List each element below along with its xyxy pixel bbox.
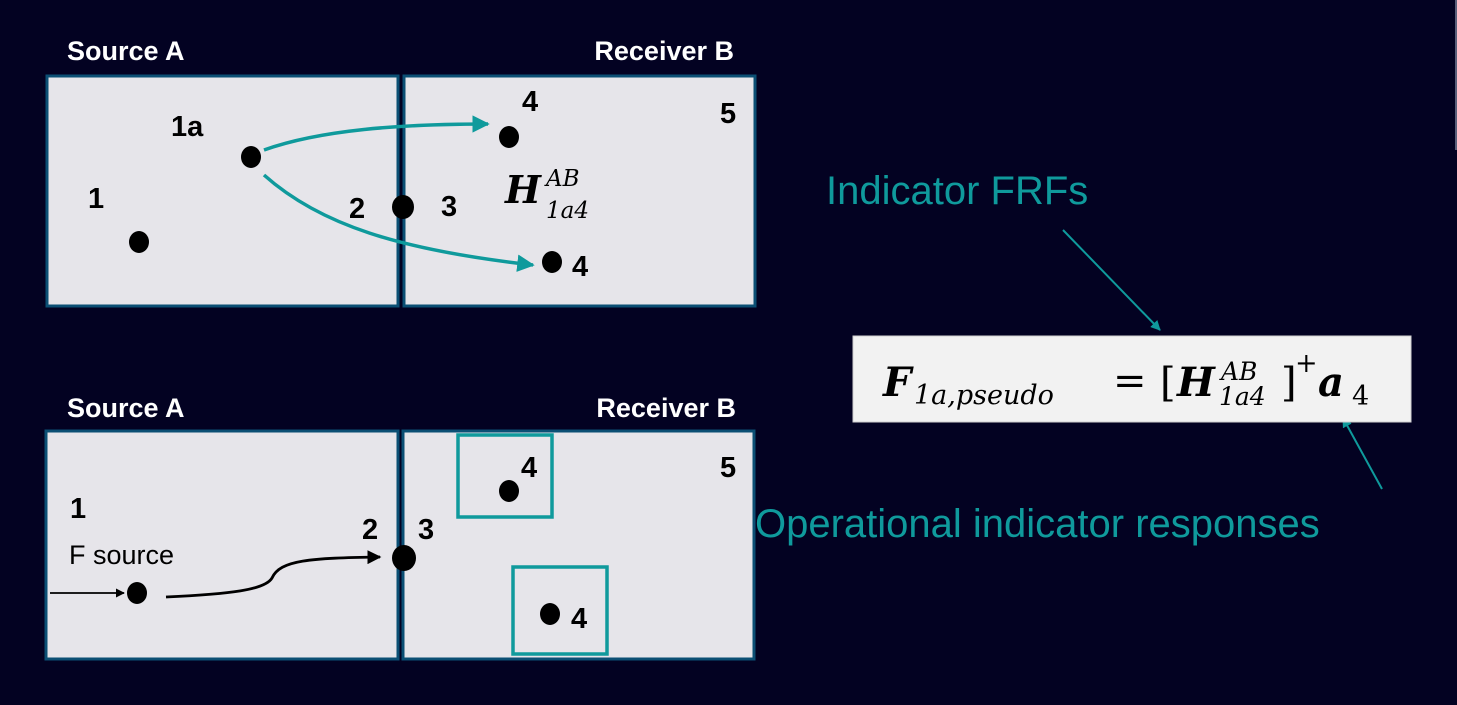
- formula-h-subscript: 1a4: [1219, 382, 1266, 411]
- bottom-label-5: 5: [720, 452, 736, 484]
- transfer-arrow-upper: [263, 115, 490, 152]
- top-label-2: 2: [349, 193, 365, 225]
- transfer-arrow-lower: [262, 173, 535, 272]
- frf-base: H: [504, 167, 542, 212]
- edge-line: [1455, 0, 1457, 150]
- top-node-4-lower: [542, 251, 562, 273]
- top-label-5: 5: [720, 98, 736, 130]
- operational-responses-label: Operational indicator responses: [755, 502, 1320, 546]
- bottom-label-3: 3: [418, 514, 434, 546]
- bottom-diagram: Source A Receiver B 1 F source 2 3 4 4 5: [44, 393, 756, 661]
- top-node-1a: [241, 146, 261, 168]
- formula-box: [852, 335, 1412, 423]
- top-receiver-panel: [402, 74, 757, 308]
- bottom-node-force-source: [127, 582, 147, 604]
- indicator-frfs-label: Indicator FRFs: [826, 169, 1088, 213]
- bottom-receiver-panel: [401, 429, 756, 661]
- bottom-label-4-lower: 4: [571, 603, 587, 635]
- formula-f-subscript: 1a,pseudo: [914, 380, 1054, 411]
- frf-superscript: AB: [544, 166, 580, 192]
- top-node-2-3-interface: [392, 195, 414, 219]
- bottom-node-2-3-interface: [392, 545, 416, 571]
- formula-open-bracket: [: [1160, 360, 1176, 406]
- top-label-4-lower: 4: [572, 251, 588, 283]
- formula-a: a: [1318, 359, 1344, 406]
- top-label-1: 1: [88, 183, 104, 215]
- formula-pseudo-inverse: +: [1295, 348, 1318, 379]
- top-label-1a: 1a: [171, 111, 204, 143]
- bottom-label-4-upper: 4: [521, 452, 537, 484]
- formula-close-bracket: ]: [1281, 360, 1297, 406]
- formula-f: F: [882, 359, 914, 406]
- operational-responses-pointer: [1342, 417, 1383, 490]
- formula-a-subscript: 4: [1352, 381, 1369, 412]
- top-receiver-title: Receiver B: [594, 36, 734, 66]
- bottom-label-1: 1: [70, 493, 86, 525]
- indicator-box-lower: [511, 565, 609, 656]
- top-frf-symbol: H AB 1a4: [504, 166, 589, 224]
- indicator-box-upper: [456, 433, 554, 519]
- bottom-receiver-title: Receiver B: [596, 393, 736, 423]
- frf-subscript: 1a4: [546, 198, 589, 224]
- formula-h-superscript: AB: [1219, 357, 1257, 386]
- bottom-label-2: 2: [362, 514, 378, 546]
- top-diagram: Source A Receiver B 1 1a 2 3 4 4 5 H AB …: [45, 36, 757, 308]
- top-node-4-upper: [499, 126, 519, 148]
- formula-equals: =: [1113, 358, 1147, 404]
- top-label-4-upper: 4: [522, 86, 538, 118]
- bottom-node-4-lower: [540, 603, 560, 625]
- formula-h: H: [1176, 359, 1216, 406]
- top-source-panel: [45, 74, 400, 308]
- top-node-1: [129, 231, 149, 253]
- formula-annotations: Indicator FRFs Operational indicator res…: [755, 169, 1412, 546]
- pseudo-force-formula: F 1a,pseudo = [ H AB 1a4 ] + a 4: [882, 348, 1369, 412]
- top-label-3: 3: [441, 191, 457, 223]
- bottom-source-panel: [44, 429, 400, 661]
- indicator-frfs-pointer: [1062, 229, 1161, 331]
- bottom-label-f-source: F source: [69, 540, 174, 570]
- force-transfer-arrow: [165, 550, 382, 599]
- bottom-source-title: Source A: [67, 393, 185, 423]
- bottom-node-4-upper: [499, 480, 519, 502]
- top-source-title: Source A: [67, 36, 185, 66]
